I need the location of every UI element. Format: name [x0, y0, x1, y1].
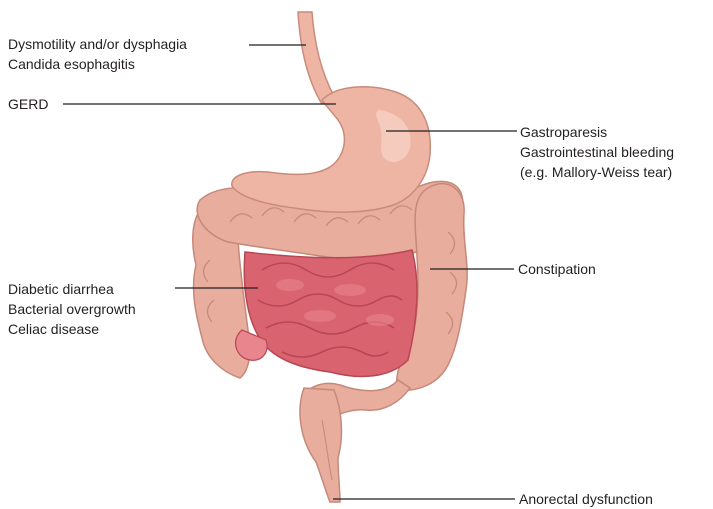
small-intestine [236, 250, 417, 376]
label-esophagus-line-2: Candida esophagitis [8, 54, 187, 74]
label-gerd: GERD [8, 94, 48, 114]
label-small-intestine: Diabetic diarrhea Bacterial overgrowth C… [8, 279, 136, 339]
label-small-intestine-line-1: Diabetic diarrhea [8, 279, 136, 299]
label-esophagus-line-1: Dysmotility and/or dysphagia [8, 34, 187, 54]
label-anorectal: Anorectal dysfunction [519, 489, 653, 509]
label-small-intestine-line-3: Celiac disease [8, 319, 136, 339]
label-stomach: Gastroparesis Gastrointestinal bleeding … [520, 122, 674, 182]
label-anorectal-line-1: Anorectal dysfunction [519, 489, 653, 509]
label-stomach-line-3: (e.g. Mallory-Weiss tear) [520, 162, 674, 182]
rectum [300, 388, 341, 502]
label-stomach-line-2: Gastrointestinal bleeding [520, 142, 674, 162]
label-colon: Constipation [518, 259, 596, 279]
esophagus [298, 12, 334, 104]
label-esophagus: Dysmotility and/or dysphagia Candida eso… [8, 34, 187, 74]
label-small-intestine-line-2: Bacterial overgrowth [8, 299, 136, 319]
label-colon-line-1: Constipation [518, 259, 596, 279]
label-gerd-line-1: GERD [8, 94, 48, 114]
stomach [232, 87, 430, 212]
label-stomach-line-1: Gastroparesis [520, 122, 674, 142]
